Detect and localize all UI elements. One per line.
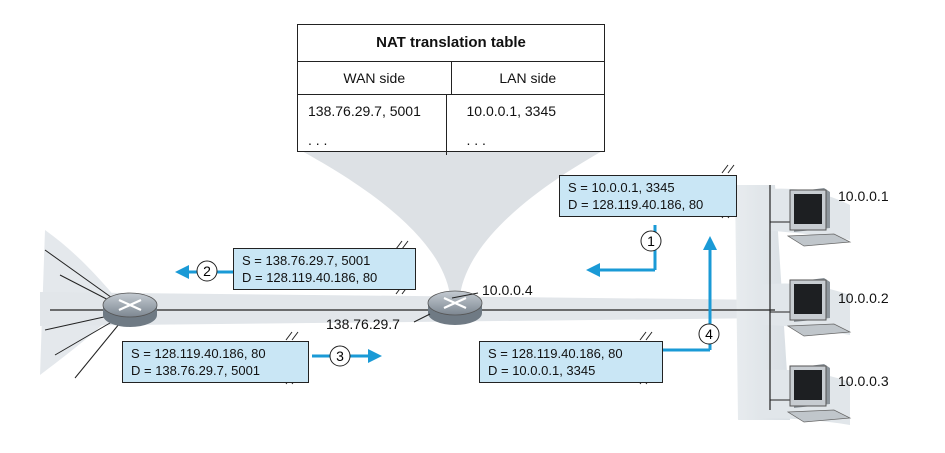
wan-link	[74, 317, 125, 379]
internet-router-icon	[102, 292, 158, 327]
nat-table-funnel	[300, 150, 604, 295]
host-computer-icon	[786, 278, 852, 337]
wan-side-header: WAN side	[298, 62, 452, 94]
packet-4-destination: D = 10.0.0.1, 3345	[488, 363, 596, 378]
packet-1-source: S = 10.0.0.1, 3345	[568, 180, 675, 195]
host-computer-icon	[786, 364, 852, 423]
host-computer-icon	[786, 188, 852, 247]
wan-entry: 138.76.29.7, 5001	[298, 95, 447, 126]
step-4-label: 4	[705, 326, 713, 342]
step-3-label: 3	[336, 348, 344, 364]
packet-3: S = 128.119.40.186, 80 D = 138.76.29.7, …	[122, 341, 309, 383]
packet-2: S = 138.76.29.7, 5001 D = 128.119.40.186…	[233, 248, 416, 290]
nat-translation-table: NAT translation table WAN side LAN side …	[297, 24, 605, 155]
packet-3-destination: D = 138.76.29.7, 5001	[131, 363, 261, 378]
nat-table-header: WAN side LAN side	[298, 62, 604, 95]
packet-2-destination: D = 128.119.40.186, 80	[242, 270, 378, 285]
router-lan-address: 10.0.0.4	[482, 282, 533, 298]
packet-4-source: S = 128.119.40.186, 80	[488, 346, 623, 361]
step-1-marker: 1	[640, 230, 662, 252]
table-row: . . . . . .	[298, 126, 604, 155]
packet-3-source: S = 128.119.40.186, 80	[131, 346, 266, 361]
nat-table-body: 138.76.29.7, 5001 10.0.0.1, 3345 . . . .…	[298, 95, 604, 155]
nat-router-icon	[427, 290, 483, 325]
nat-table-title: NAT translation table	[298, 25, 604, 62]
step-4-marker: 4	[698, 323, 720, 345]
step-2-label: 2	[203, 263, 211, 279]
lan-side-header: LAN side	[499, 70, 557, 86]
step-2-marker: 2	[196, 260, 218, 282]
step-3-marker: 3	[329, 345, 351, 367]
wan-link	[44, 249, 123, 306]
wan-entry: . . .	[298, 126, 447, 155]
packet-2-source: S = 138.76.29.7, 5001	[242, 253, 371, 268]
lan-entry: 10.0.0.1, 3345	[466, 103, 557, 119]
table-row: 138.76.29.7, 5001 10.0.0.1, 3345	[298, 95, 604, 126]
network-band	[40, 292, 780, 326]
host-1-address: 10.0.0.1	[838, 188, 889, 204]
router-wan-pointer	[413, 313, 431, 323]
packet-4: S = 128.119.40.186, 80 D = 10.0.0.1, 334…	[479, 341, 663, 383]
host-3-address: 10.0.0.3	[838, 373, 889, 389]
step-1-label: 1	[647, 233, 655, 249]
packet-1-destination: D = 128.119.40.186, 80	[568, 197, 704, 212]
router-lan-pointer	[451, 292, 479, 299]
lan-entry: . . .	[466, 132, 486, 148]
router-wan-address: 138.76.29.7	[326, 316, 400, 332]
packet-1: S = 10.0.0.1, 3345 D = 128.119.40.186, 8…	[559, 175, 737, 217]
host-2-address: 10.0.0.2	[838, 290, 889, 306]
